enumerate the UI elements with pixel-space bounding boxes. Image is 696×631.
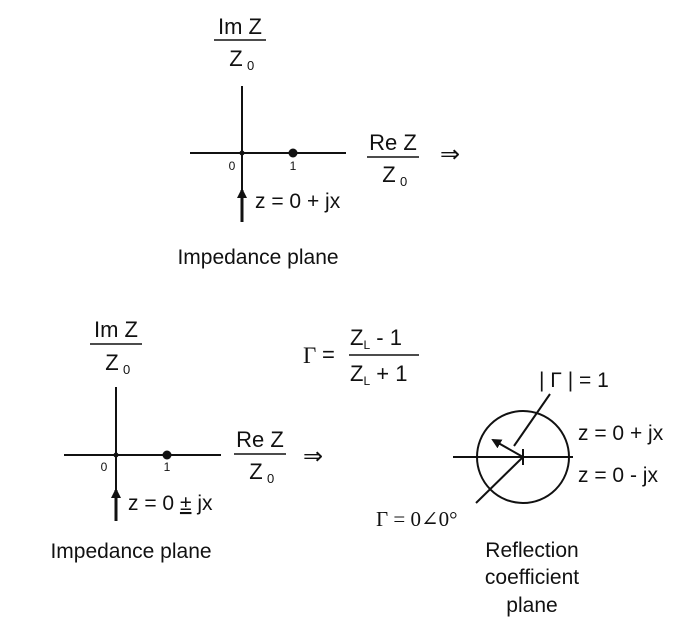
top-x-axis-label-subscript: 0 <box>400 174 407 189</box>
bottom-unit-label: 1 <box>164 460 171 474</box>
bottom-origin-point <box>113 452 119 458</box>
bottom-x-axis-label-denominator: Z <box>249 459 262 484</box>
top-caption: Impedance plane <box>177 246 338 269</box>
top-x-axis-label-denominator: Z <box>382 162 395 187</box>
bottom-y-axis-label-denominator: Z <box>105 350 118 375</box>
bottom-y-axis-label-subscript: 0 <box>123 362 130 377</box>
top-x-axis-label-numerator: Re Z <box>369 130 417 155</box>
top-y-axis-label-subscript: 0 <box>247 58 254 73</box>
top-path-label: z = 0 + jx <box>255 190 341 213</box>
reflection-coefficient-plane: | Γ | = 1 z = 0 + jx z = 0 - jx Γ = 0∠0°… <box>376 369 664 617</box>
bottom-origin-label: 0 <box>101 460 108 474</box>
bottom-y-axis-label-numerator: Im Z <box>94 317 138 342</box>
formula-denominator: ZL + 1 <box>350 361 407 388</box>
reflection-coefficient-formula: Γ = ZL - 1 ZL + 1 <box>303 325 419 388</box>
bottom-caption: Impedance plane <box>50 540 211 563</box>
top-origin-point <box>239 150 245 156</box>
gamma-leader-line <box>475 456 524 504</box>
reflection-rotation-arrow <box>491 439 524 458</box>
top-unit-point <box>288 148 298 158</box>
top-impedance-plane: Im Z Z 0 0 1 z = 0 + jx Re Z Z 0 ⇒ Imped… <box>177 14 460 269</box>
reflection-caption-line1: Reflection <box>485 539 578 562</box>
reflection-caption-line2: coefficient <box>485 566 579 589</box>
magnitude-leader-line <box>513 393 551 447</box>
upper-path-label: z = 0 + jx <box>578 422 664 445</box>
bottom-implies-arrow-icon: ⇒ <box>303 443 323 470</box>
formula-gamma: Γ <box>303 343 316 368</box>
lower-path-label: z = 0 - jx <box>578 464 658 487</box>
magnitude-label: | Γ | = 1 <box>539 369 609 392</box>
bottom-impedance-plane: Im Z Z 0 0 1 z = 0 ± jx Re Z Z 0 ⇒ Imped… <box>50 317 323 563</box>
bottom-x-axis-label-numerator: Re Z <box>236 427 284 452</box>
reflection-caption-line3: plane <box>506 594 557 617</box>
top-origin-label: 0 <box>229 159 236 173</box>
top-y-axis-label-numerator: Im Z <box>218 14 262 39</box>
top-implies-arrow-icon: ⇒ <box>440 141 460 168</box>
top-unit-label: 1 <box>290 159 297 173</box>
bottom-path-label: z = 0 ± jx <box>128 492 213 515</box>
top-y-axis-label-denominator: Z <box>229 46 242 71</box>
formula-numerator: ZL - 1 <box>350 325 402 352</box>
bottom-unit-point <box>162 450 172 460</box>
formula-equals: = <box>322 342 335 367</box>
bottom-x-axis-label-subscript: 0 <box>267 471 274 486</box>
gamma-label: Γ = 0∠0° <box>376 507 457 531</box>
